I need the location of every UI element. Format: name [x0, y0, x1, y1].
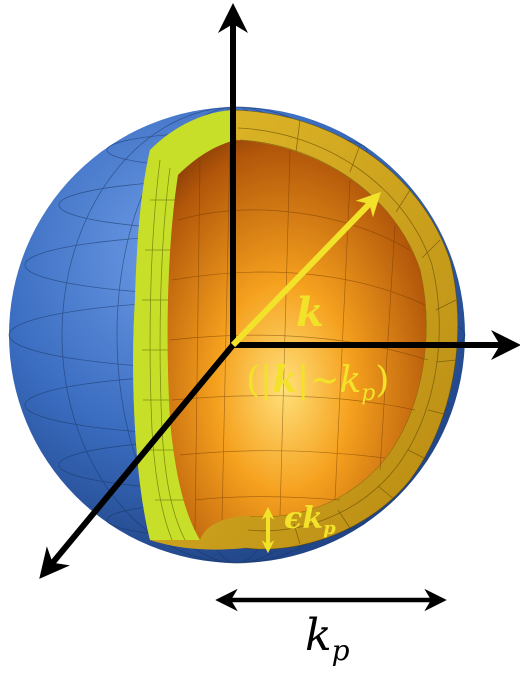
shell-thickness-label: ϵkp [284, 501, 336, 539]
axes [39, 3, 520, 579]
momentum-condition-label: (|k|~kp) [246, 359, 389, 406]
diagonal-axis [39, 343, 236, 579]
fermi-radius-label: kp [305, 610, 350, 667]
k-vector-label: k [296, 289, 324, 336]
k-vector-arrow [230, 191, 382, 348]
